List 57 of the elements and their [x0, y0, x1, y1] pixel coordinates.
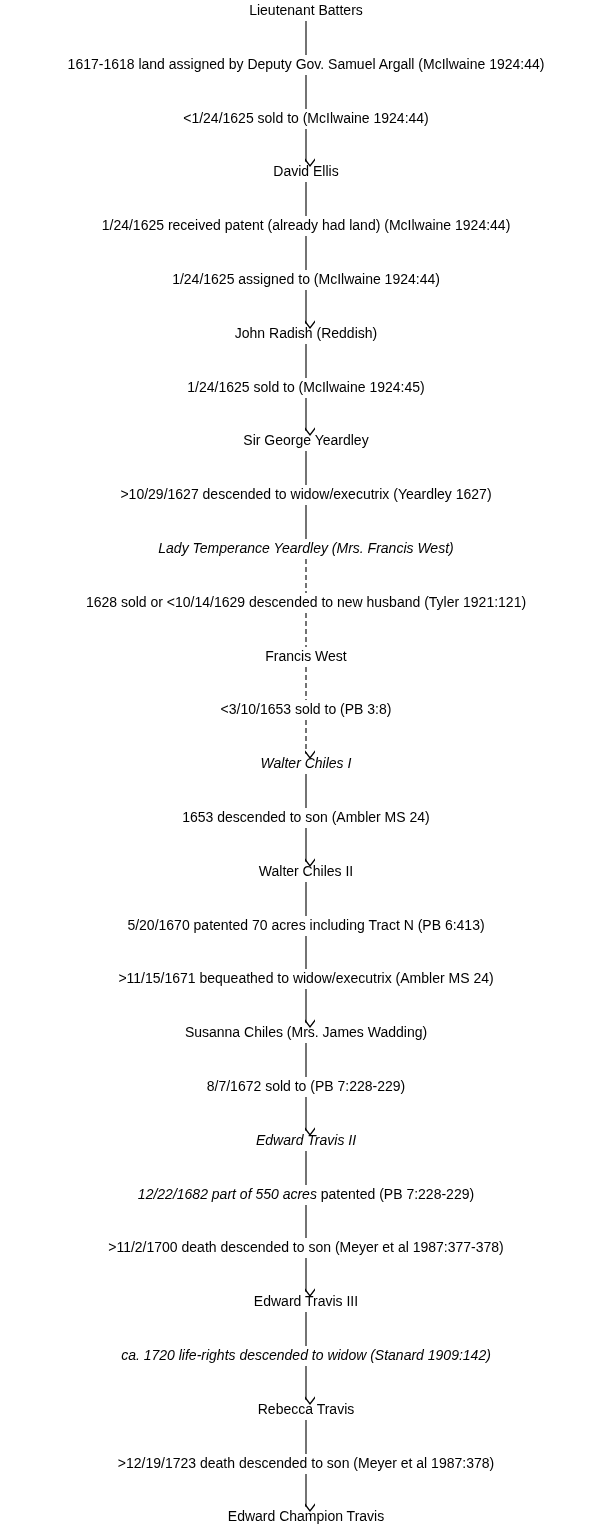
connector-line [305, 1042, 307, 1078]
connector-line [305, 450, 307, 486]
connector-line [305, 504, 307, 540]
transfer-event: ca. 1720 life-rights descended to widow (Stanard 1909:142) [121, 1347, 491, 1364]
owner-name: Edward Travis II [255, 1132, 357, 1149]
owner-name: Edward Champion Travis [227, 1508, 385, 1525]
transfer-event: <3/10/1653 sold to (PB 3:8) [220, 701, 392, 718]
transfer-event: 8/7/1672 sold to (PB 7:228-229) [206, 1078, 406, 1095]
owner-name: Rebecca Travis [257, 1401, 355, 1418]
transfer-event: 1/24/1625 assigned to (McIlwaine 1924:44) [172, 271, 440, 288]
connector-line [305, 235, 307, 271]
arrow [303, 827, 317, 867]
arrow [303, 1257, 317, 1297]
transfer-event: >11/15/1671 bequeathed to widow/executrix (Ambler MS 24) [118, 970, 494, 987]
transfer-event: >12/19/1723 death descended to son (Meyer et al 1987:378) [117, 1455, 495, 1472]
transfer-event: 1/24/1625 sold to (McIlwaine 1924:45) [187, 379, 425, 396]
connector-line [305, 1150, 307, 1186]
transfer-event: 1/24/1625 received patent (already had land) (McIlwaine 1924:44) [101, 217, 511, 234]
connector-line [305, 558, 307, 594]
connector-line [305, 935, 307, 970]
transfer-event: 1628 sold or <10/14/1629 descended to new husband (Tyler 1921:121) [85, 594, 527, 611]
owner-name: Lieutenant Batters [249, 2, 363, 19]
arrow [303, 289, 317, 329]
owner-name: John Radish (Reddish) [234, 325, 378, 342]
connector-line [305, 74, 307, 110]
connector-line [305, 20, 307, 56]
connector-line [305, 343, 307, 379]
arrow [303, 988, 317, 1028]
arrow [303, 128, 317, 167]
connector-line [305, 1419, 307, 1455]
arrow [303, 1473, 317, 1512]
connector-line [305, 181, 307, 217]
owner-name: Walter Chiles II [258, 863, 354, 880]
owner-name: Francis West [265, 648, 347, 665]
transfer-event: 1653 descended to son (Ambler MS 24) [182, 809, 430, 826]
owner-name: Lady Temperance Yeardley (Mrs. Francis West) [158, 540, 454, 557]
owner-name: Edward Travis III [253, 1293, 359, 1310]
owner-name: David Ellis [273, 163, 339, 180]
connector-line [305, 881, 307, 917]
connector-line [305, 1311, 307, 1347]
owner-name: Sir George Yeardley [243, 432, 369, 449]
transfer-event: 1617-1618 land assigned by Deputy Gov. Samuel Argall (McIlwaine 1924:44) [67, 56, 545, 73]
arrow [303, 719, 317, 759]
transfer-event: 5/20/1670 patented 70 acres including Tract N (PB 6:413) [127, 917, 485, 934]
connector-line [305, 666, 307, 701]
transfer-event: >10/29/1627 descended to widow/executrix (Yeardley 1627) [120, 486, 492, 503]
arrow [303, 1096, 317, 1136]
owner-name: Walter Chiles I [260, 755, 352, 772]
transfer-event: 12/22/1682 part of 550 acres patented (PB 7:228-229) [137, 1186, 475, 1203]
connector-line [305, 773, 307, 809]
connector-line [305, 1204, 307, 1239]
connector-line [305, 612, 307, 648]
arrow [303, 397, 317, 436]
transfer-event: <1/24/1625 sold to (McIlwaine 1924:44) [183, 110, 429, 127]
transfer-event: >11/2/1700 death descended to son (Meyer et al 1987:377-378) [108, 1239, 504, 1256]
arrow [303, 1365, 317, 1405]
owner-name: Susanna Chiles (Mrs. James Wadding) [184, 1024, 428, 1041]
